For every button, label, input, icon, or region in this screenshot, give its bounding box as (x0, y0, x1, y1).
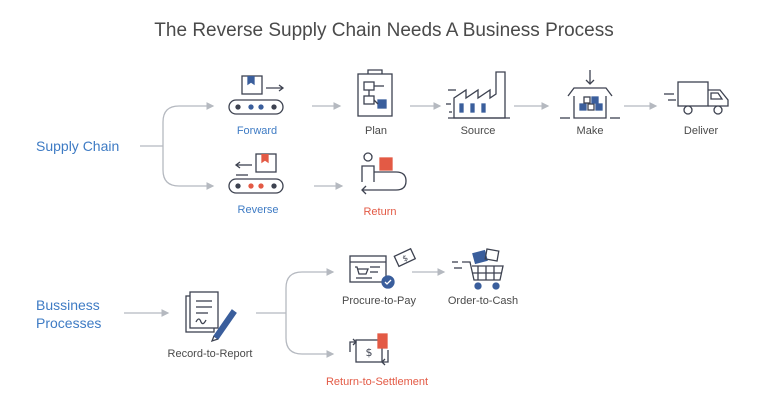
return-person-icon (361, 152, 407, 195)
order-to-cash-cart-icon (452, 248, 504, 290)
svg-text:$: $ (401, 253, 409, 263)
business-process-connectors (124, 268, 446, 358)
reverse-label: Reverse (237, 204, 279, 216)
forward-conveyor-icon (228, 75, 285, 115)
procure-to-pay-invoice-icon: $ (349, 247, 417, 289)
record-to-report-label: Record-to-Report (167, 348, 253, 360)
return-label: Return (363, 206, 397, 218)
plan-label: Plan (364, 125, 388, 137)
business-processes-heading-line2: Processes (36, 315, 102, 331)
source-factory-icon (446, 71, 510, 119)
return-to-settlement-cash-icon: $ (349, 333, 389, 366)
make-label: Make (576, 125, 604, 137)
svg-text:$: $ (366, 346, 373, 359)
record-to-report-document-icon (185, 291, 237, 343)
deliver-label: Deliver (683, 125, 719, 137)
procure-to-pay-label: Procure-to-Pay (342, 295, 416, 307)
forward-label: Forward (236, 125, 278, 137)
make-box-icon (560, 70, 620, 119)
supply-chain-heading: Supply Chain (36, 138, 120, 154)
reverse-conveyor-icon (228, 153, 284, 194)
deliver-truck-icon (664, 81, 729, 115)
return-to-settlement-label: Return-to-Settlement (325, 376, 429, 388)
diagram-title: The Reverse Supply Chain Needs A Busines… (154, 20, 614, 41)
supply-chain-connectors (140, 102, 658, 190)
business-processes-heading-line1: Bussiness (36, 297, 100, 313)
order-to-cash-label: Order-to-Cash (447, 295, 519, 307)
source-label: Source (460, 125, 496, 137)
plan-clipboard-icon (357, 69, 393, 117)
